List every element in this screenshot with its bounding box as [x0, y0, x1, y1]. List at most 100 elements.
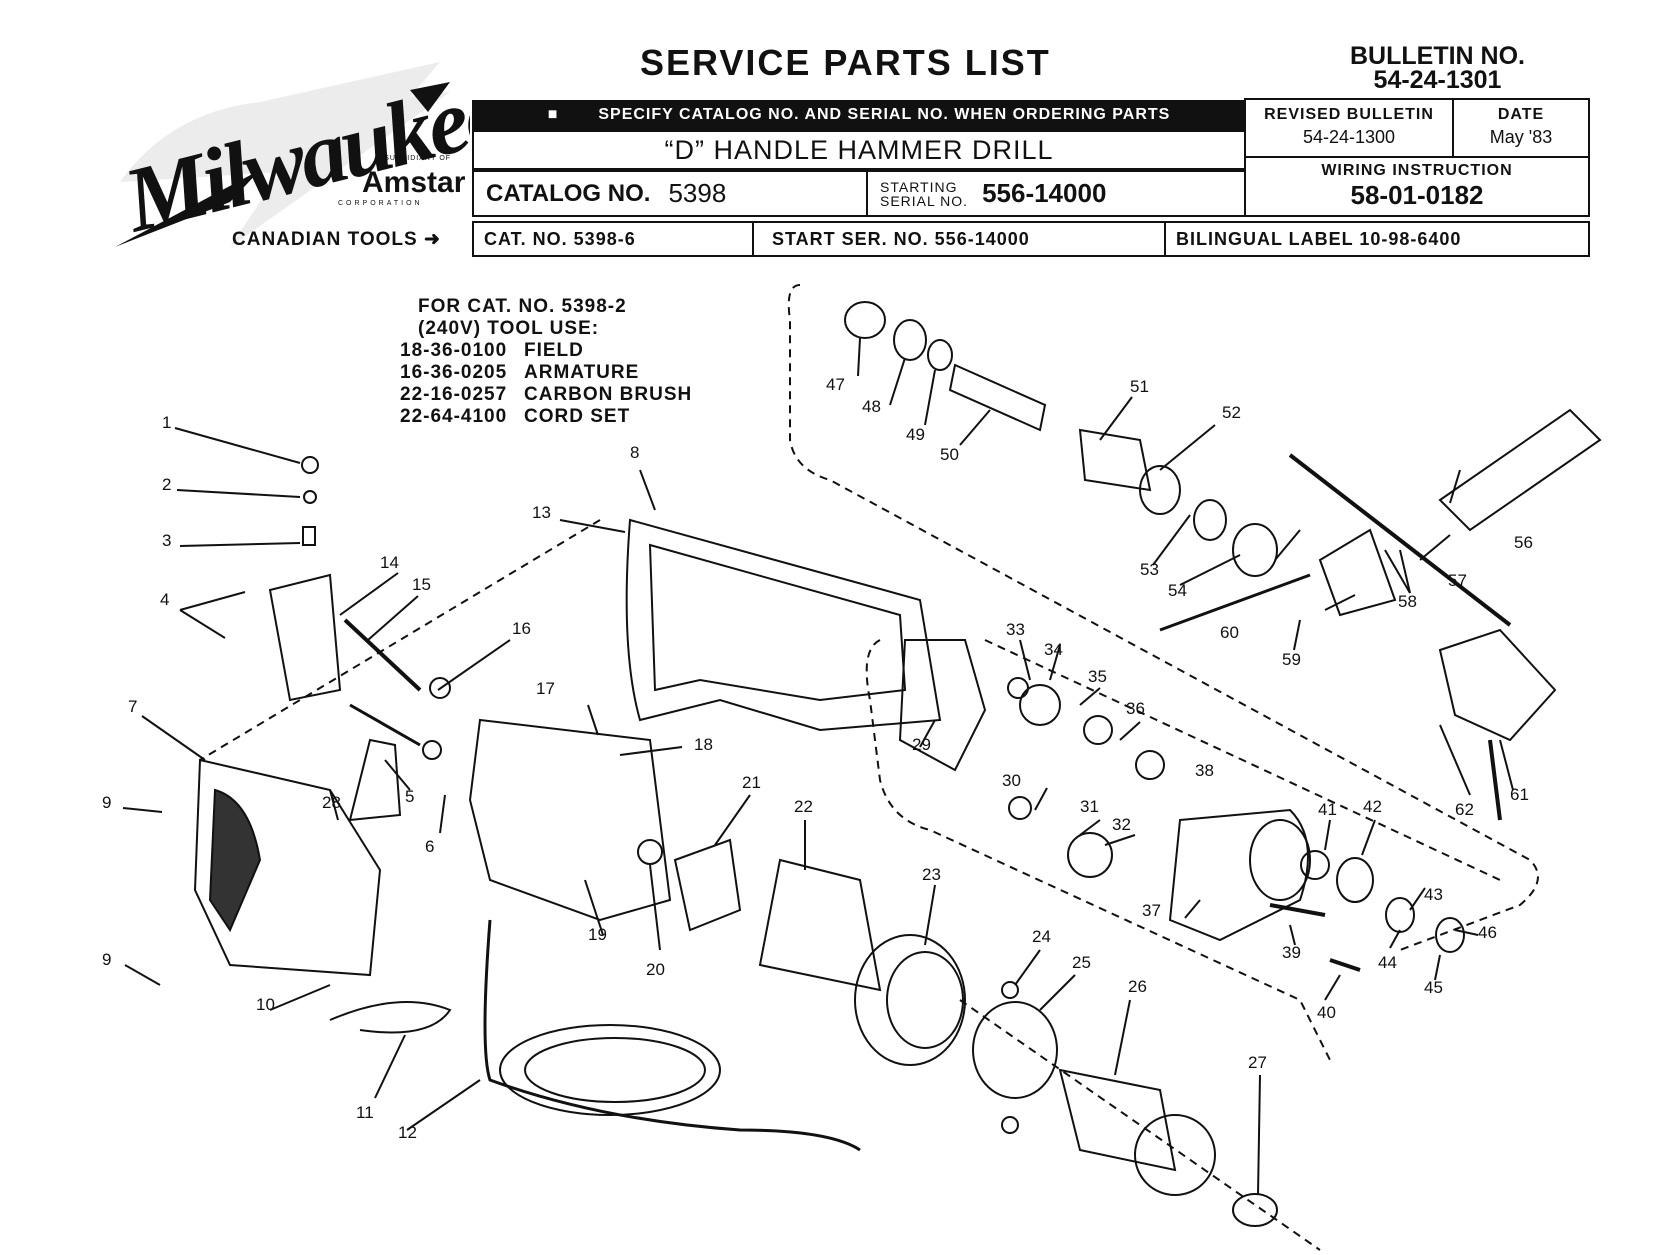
catalog-number: 5398 [668, 178, 727, 208]
callout-number: 37 [1142, 901, 1161, 920]
callout-number: 32 [1112, 815, 1131, 834]
callout-number: 30 [1002, 771, 1021, 790]
note-line-2: (240V) TOOL USE: [418, 318, 600, 339]
voltage-note: FOR CAT. NO. 5398-2 (240V) TOOL USE: 18-… [400, 296, 692, 428]
callout-number: 8 [630, 443, 639, 462]
note-item: 22-64-4100 CORD SET [400, 406, 692, 428]
callout-number: 38 [1195, 761, 1214, 780]
callout-number: 53 [1140, 560, 1159, 579]
date-value: May '83 [1489, 127, 1553, 147]
callout-number: 43 [1424, 885, 1443, 904]
bulletin-label: BULLETIN NO. [1350, 42, 1525, 70]
catalog-label: CATALOG NO. [486, 179, 651, 207]
arrow-right-icon: ➜ [424, 229, 441, 250]
callout-number: 36 [1126, 699, 1145, 718]
wiring-instruction: WIRING INSTRUCTION 58-01-0182 [1246, 158, 1588, 216]
brand-parent: Amstar [362, 166, 466, 199]
note-line-1: FOR CAT. NO. 5398-2 [418, 296, 627, 317]
callout-number: 23 [922, 865, 941, 884]
canadian-tools-label: CANADIAN TOOLS ➜ [232, 228, 441, 251]
callout-number: 35 [1088, 667, 1107, 686]
callout-number: 11 [356, 1103, 374, 1122]
callout-number: 39 [1282, 943, 1301, 962]
note-item: 16-36-0205 ARMATURE [400, 362, 692, 384]
callout-number: 25 [1072, 953, 1091, 972]
callout-number: 28 [322, 793, 341, 812]
revised-bulletin: REVISED BULLETIN 54-24-1300 [1246, 100, 1454, 158]
note-part-number: 16-36-0205 [400, 362, 508, 383]
note-part-number: 22-16-0257 [400, 384, 508, 405]
note-part-number: 22-64-4100 [400, 406, 508, 427]
canadian-start-serial: START SER. NO. 556-14000 [754, 223, 1166, 255]
note-item: 22-16-0257 CARBON BRUSH [400, 384, 692, 406]
note-part-desc: CORD SET [524, 406, 631, 427]
callout-number: 3 [162, 531, 171, 550]
callout-number: 12 [398, 1123, 417, 1142]
date-cell: DATE May '83 [1454, 100, 1588, 158]
callout-number: 41 [1318, 800, 1337, 819]
revised-number: 54-24-1300 [1302, 127, 1396, 147]
catalog-row: CATALOG NO. 5398 STARTING SERIAL NO. 556… [472, 170, 1246, 217]
callout-number: 9 [102, 950, 111, 969]
callout-number: 34 [1044, 640, 1063, 659]
callout-number: 16 [512, 619, 531, 638]
callout-number: 26 [1128, 977, 1147, 996]
serial-number: 556-14000 [982, 178, 1107, 208]
bulletin-number: BULLETIN NO. 54-24-1301 [1350, 42, 1525, 94]
catalog-cell: CATALOG NO. 5398 [474, 172, 868, 215]
callout-number: 51 [1130, 377, 1149, 396]
ordering-note: ■ SPECIFY CATALOG NO. AND SERIAL NO. WHEN… [472, 100, 1246, 130]
callout-number: 62 [1455, 800, 1474, 819]
callout-number: 46 [1478, 923, 1497, 942]
callout-number: 60 [1220, 623, 1239, 642]
callout-number: 1 [162, 413, 171, 432]
note-part-desc: ARMATURE [524, 362, 640, 383]
callout-number: 45 [1424, 978, 1443, 997]
callout-number: 50 [940, 445, 959, 464]
note-part-desc: CARBON BRUSH [524, 384, 693, 405]
callout-number: 61 [1510, 785, 1529, 804]
callout-number: 21 [742, 773, 761, 792]
milwaukee-logo: Milwaukee [113, 59, 470, 252]
callout-number: 7 [128, 697, 137, 716]
callout-number: 22 [794, 797, 813, 816]
callout-number: 48 [862, 397, 881, 416]
callout-number: 33 [1006, 620, 1025, 639]
callout-number: 29 [912, 735, 931, 754]
callout-number: 57 [1448, 571, 1467, 590]
canadian-tools-text: CANADIAN TOOLS [232, 229, 418, 250]
callout-number: 56 [1514, 533, 1533, 552]
callout-number: 40 [1317, 1003, 1336, 1022]
date-label: DATE [1497, 106, 1545, 123]
revised-label: REVISED BULLETIN [1264, 106, 1434, 123]
revision-box: REVISED BULLETIN 54-24-1300 DATE May '83… [1244, 98, 1590, 217]
callout-number: 47 [826, 375, 845, 394]
callout-number: 6 [425, 837, 434, 856]
callout-number: 5 [405, 787, 414, 806]
ordering-note-text: SPECIFY CATALOG NO. AND SERIAL NO. WHEN … [598, 106, 1171, 123]
callout-labels: 1234567899101112131415161718192021222324… [102, 375, 1533, 1142]
starting-label: STARTING [880, 178, 958, 195]
brand-subsidiary: A SUBSIDIARY OF [376, 155, 452, 162]
callout-number: 2 [162, 475, 171, 494]
canadian-row: CAT. NO. 5398-6 START SER. NO. 556-14000… [472, 221, 1590, 257]
callout-number: 18 [694, 735, 713, 754]
product-name: “D” HANDLE HAMMER DRILL [472, 130, 1246, 170]
canadian-bilingual-label: BILINGUAL LABEL 10-98-6400 [1176, 228, 1462, 249]
callout-number: 20 [646, 960, 665, 979]
wiring-number: 58-01-0182 [1350, 180, 1484, 210]
serial-label: SERIAL NO. [880, 192, 969, 209]
callout-number: 15 [412, 575, 431, 594]
callout-number: 4 [160, 590, 169, 609]
callout-number: 49 [906, 425, 925, 444]
callout-number: 9 [102, 793, 111, 812]
callout-number: 31 [1080, 797, 1099, 816]
bullet-icon: ■ [547, 106, 559, 123]
callout-number: 14 [380, 553, 399, 572]
brand-corporation: CORPORATION [338, 200, 423, 207]
callout-number: 58 [1398, 592, 1417, 611]
bulletin-value: 54-24-1301 [1373, 66, 1502, 94]
callout-number: 24 [1032, 927, 1051, 946]
